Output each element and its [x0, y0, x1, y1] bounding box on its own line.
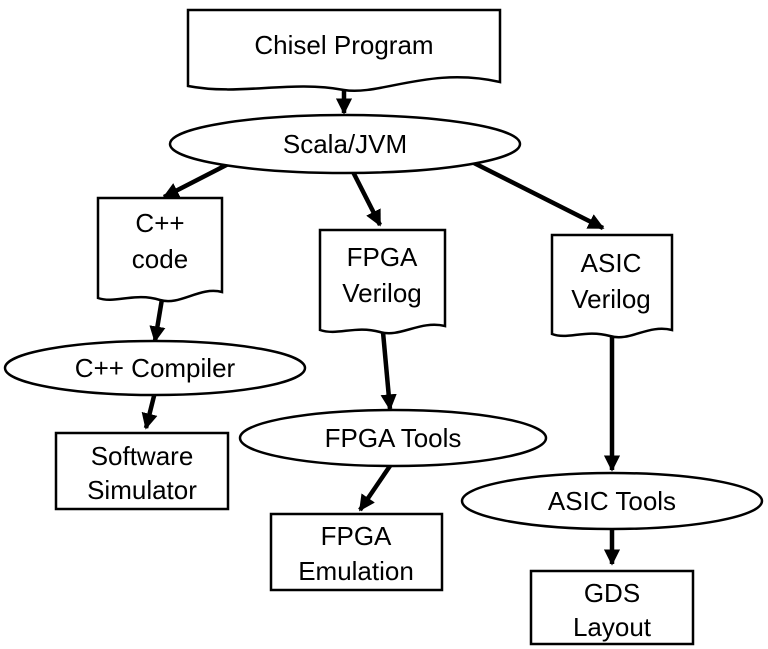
cpp-compiler-label: C++ Compiler [75, 353, 236, 383]
node-cpp-compiler: C++ Compiler [3, 339, 307, 397]
edge-fpga-tools-to-emulation [358, 461, 394, 512]
edge-scala-to-fpga-verilog [347, 164, 383, 227]
edge-cpp-code-to-compiler [149, 298, 166, 343]
edge-compiler-to-simulator [141, 391, 158, 430]
node-scala-jvm: Scala/JVM [168, 113, 522, 175]
node-software-simulator: Software Simulator [54, 431, 230, 511]
cpp-code-line2: code [132, 244, 188, 274]
asic-tools-label: ASIC Tools [548, 486, 676, 516]
edge-fpga-verilog-to-tools [380, 331, 397, 411]
edge-scala-to-asic-verilog [468, 158, 605, 231]
fpga-emulation-line2: Emulation [298, 556, 414, 586]
fpga-emulation-line1: FPGA [321, 521, 392, 551]
asic-verilog-line2: Verilog [571, 284, 651, 314]
gds-layout-line2: Layout [573, 612, 652, 642]
chisel-program-label: Chisel Program [254, 30, 433, 60]
node-fpga-tools: FPGA Tools [238, 408, 548, 468]
fpga-verilog-line2: Verilog [342, 278, 422, 308]
asic-verilog-line1: ASIC [581, 248, 642, 278]
cpp-code-line1: C++ [135, 208, 184, 238]
fpga-tools-label: FPGA Tools [325, 423, 462, 453]
node-fpga-verilog: FPGA Verilog [318, 228, 447, 335]
node-asic-tools: ASIC Tools [460, 471, 764, 531]
node-chisel-program: Chisel Program [186, 8, 502, 93]
scala-jvm-label: Scala/JVM [283, 129, 407, 159]
gds-layout-line1: GDS [584, 578, 640, 608]
node-cpp-code: C++ code [96, 196, 224, 303]
node-asic-verilog: ASIC Verilog [550, 233, 674, 339]
node-fpga-emulation: FPGA Emulation [269, 512, 444, 592]
software-simulator-line2: Simulator [87, 475, 197, 505]
fpga-verilog-line1: FPGA [347, 242, 418, 272]
node-gds-layout: GDS Layout [529, 569, 695, 646]
software-simulator-line1: Software [91, 441, 194, 471]
